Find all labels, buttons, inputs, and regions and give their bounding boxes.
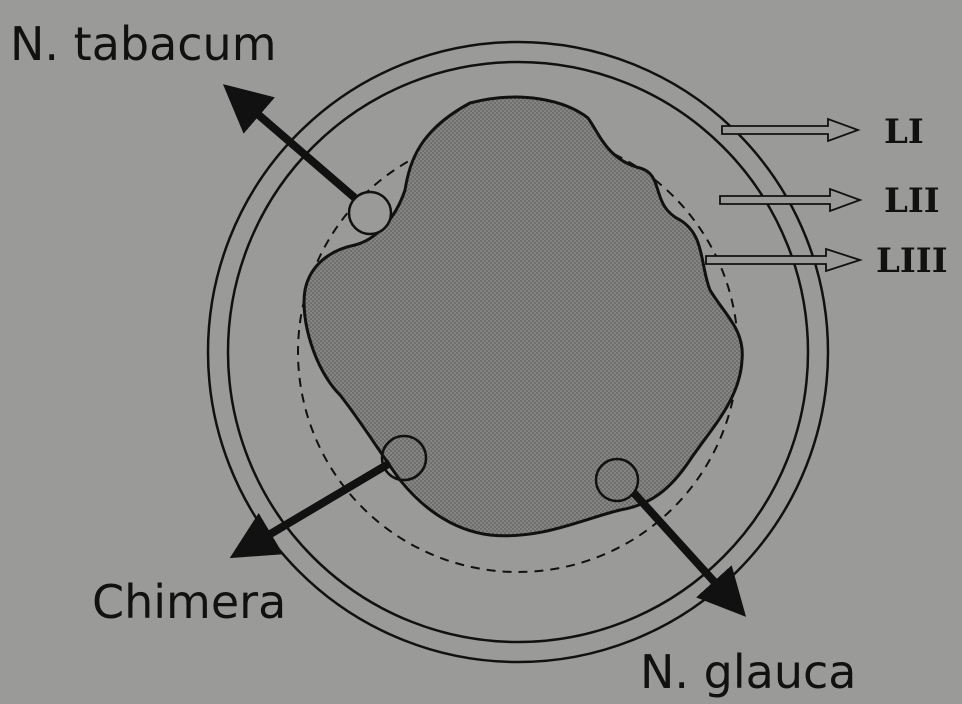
label-layer-lii: LII (884, 181, 940, 221)
label-layer-li: LI (884, 112, 924, 152)
glauca-arrow (633, 492, 738, 608)
tabacum-arrow (232, 92, 355, 198)
layer-arrow-lii (720, 189, 860, 211)
shaded-cell-region (304, 97, 742, 536)
label-chimera: Chimera (92, 575, 286, 629)
label-layer-liii: LIII (876, 241, 948, 281)
chimera-arrow (240, 463, 390, 552)
label-n-glauca: N. glauca (640, 645, 856, 699)
layer-arrow-liii (706, 249, 860, 271)
label-n-tabacum: N. tabacum (10, 17, 277, 71)
tabacum-cell-circle (349, 192, 391, 234)
